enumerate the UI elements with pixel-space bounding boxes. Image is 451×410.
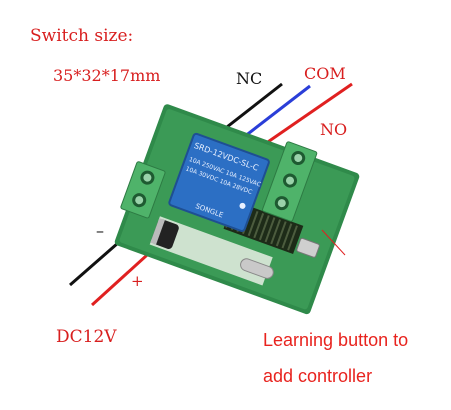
minus-label: –	[96, 221, 104, 240]
learning-button-label-line1: Learning button to	[263, 330, 409, 350]
nc-label: NC	[236, 69, 263, 88]
learning-button-pointer	[321, 229, 346, 256]
power-terminal-block	[120, 161, 166, 219]
no-wire	[261, 82, 353, 148]
nc-wire	[217, 82, 283, 136]
learning-button	[296, 237, 320, 258]
output-terminal-block	[262, 141, 318, 222]
capacitor	[150, 218, 179, 249]
voltage-label: DC12V	[56, 327, 117, 347]
relay: SRD-12VDC-SL-C 10A 250VAC 10A 125VAC 10A…	[168, 132, 270, 232]
no-label: NO	[320, 120, 348, 139]
crystal-oscillator	[240, 258, 274, 279]
pcb-board: SRD-12VDC-SL-C 10A 250VAC 10A 125VAC 10A…	[114, 104, 360, 315]
com-label: COM	[304, 64, 346, 83]
com-wire	[239, 84, 311, 142]
switch-size-label: Switch size:	[30, 26, 134, 46]
plus-label: +	[131, 272, 144, 290]
dimensions-label: 35*32*17mm	[53, 66, 161, 85]
learning-button-label-line2: add controller	[263, 366, 373, 386]
